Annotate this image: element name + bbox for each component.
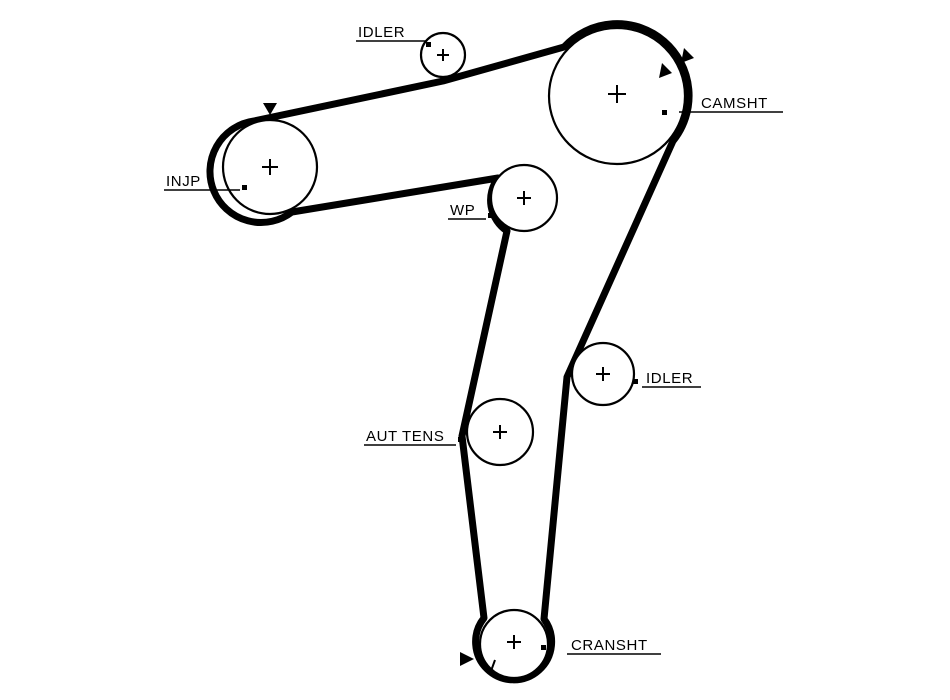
injection-pump-label: INJP bbox=[166, 173, 201, 190]
idler-right-label: IDLER bbox=[646, 370, 693, 387]
timing-belt-path bbox=[206, 20, 693, 684]
idler-top-leader-dot bbox=[426, 42, 431, 47]
crankshaft-center-mark bbox=[507, 635, 521, 649]
water-pump-leader-dot bbox=[488, 213, 493, 218]
injection-pump-leader-dot bbox=[242, 185, 247, 190]
camshaft-label: CAMSHT bbox=[701, 95, 768, 112]
injection-pump-timing-mark-icon bbox=[263, 103, 277, 115]
crankshaft-label: CRANSHT bbox=[571, 637, 648, 654]
water-pump-label: WP bbox=[450, 202, 475, 219]
crankshaft-timing-mark-icon bbox=[460, 652, 474, 666]
tensioner-leader-dot bbox=[458, 437, 463, 442]
idler-right-leader-dot bbox=[633, 379, 638, 384]
water-pump-center-mark bbox=[517, 191, 531, 205]
idler-top-center-mark bbox=[437, 49, 449, 61]
camshaft-rotation-arrow2-icon bbox=[681, 48, 694, 63]
camshaft-rotation-arrow-icon bbox=[659, 63, 672, 78]
injection-pump-center-mark bbox=[262, 159, 278, 175]
camshaft-leader-dot bbox=[662, 110, 667, 115]
camshaft-center-mark bbox=[608, 85, 626, 103]
tensioner-center-mark bbox=[493, 425, 507, 439]
idler-right-center-mark bbox=[596, 367, 610, 381]
crankshaft-timing-tick bbox=[490, 659, 496, 672]
crankshaft-leader-dot bbox=[541, 645, 546, 650]
idler-top-label: IDLER bbox=[358, 24, 405, 41]
tensioner-label: AUT TENS bbox=[366, 428, 444, 445]
